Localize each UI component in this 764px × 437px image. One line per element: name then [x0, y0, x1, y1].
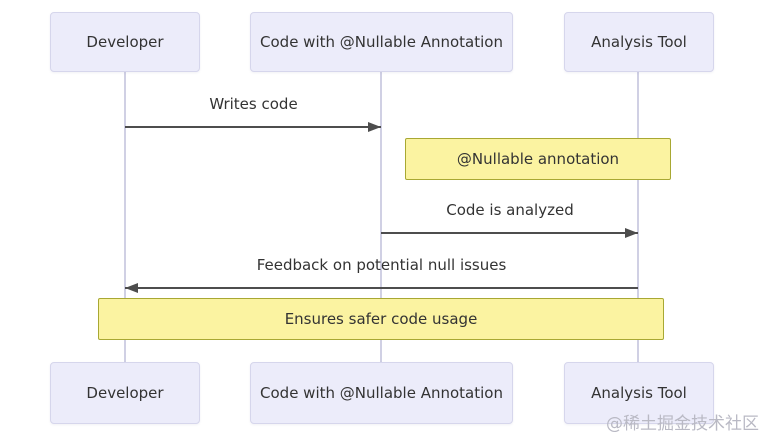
- actor-analysis-tool-bottom: Analysis Tool: [564, 362, 714, 424]
- actor-label: Analysis Tool: [591, 384, 687, 402]
- actor-label: Code with @Nullable Annotation: [260, 384, 503, 402]
- arrowhead-left-icon: [125, 283, 138, 293]
- actor-developer-bottom: Developer: [50, 362, 200, 424]
- note-label: @Nullable annotation: [456, 150, 620, 168]
- watermark-juejin: @稀土掘金技术社区: [606, 414, 759, 434]
- actor-label: Code with @Nullable Annotation: [260, 33, 503, 51]
- message-writes-code-label: Writes code: [209, 95, 298, 113]
- note-nullable-annotation: @Nullable annotation: [405, 138, 671, 180]
- lifeline-developer: [124, 72, 126, 363]
- actor-analysis-tool-top: Analysis Tool: [564, 12, 714, 72]
- message-feedback-line: [125, 287, 638, 289]
- message-code-analyzed-line: [381, 232, 638, 234]
- arrowhead-right-icon: [368, 122, 381, 132]
- actor-developer-top: Developer: [50, 12, 200, 72]
- actor-code-top: Code with @Nullable Annotation: [250, 12, 513, 72]
- arrowhead-right-icon: [625, 228, 638, 238]
- note-ensures-safer-code: Ensures safer code usage: [98, 298, 664, 340]
- message-writes-code-line: [125, 126, 381, 128]
- actor-label: Developer: [86, 33, 164, 51]
- note-label: Ensures safer code usage: [284, 310, 478, 328]
- actor-code-bottom: Code with @Nullable Annotation: [250, 362, 513, 424]
- message-code-analyzed-label: Code is analyzed: [446, 201, 574, 219]
- actor-label: Analysis Tool: [591, 33, 687, 51]
- message-feedback-label: Feedback on potential null issues: [256, 256, 507, 274]
- lifeline-code: [380, 72, 382, 363]
- lifeline-analysis-tool: [637, 72, 639, 363]
- actor-label: Developer: [86, 384, 164, 402]
